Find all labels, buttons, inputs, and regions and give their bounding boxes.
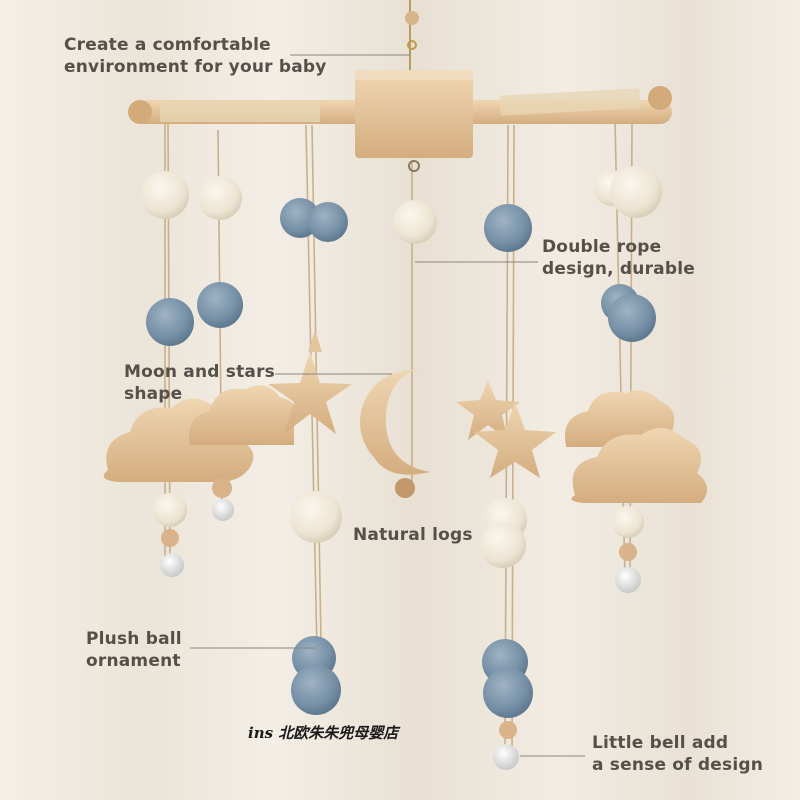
label-double-rope: Double rope design, durable: [542, 236, 695, 280]
label-bell-line1: Little bell add: [592, 733, 729, 753]
label-rope-line1: Double rope: [542, 237, 662, 257]
label-comfort-line1: Create a comfortable: [64, 35, 271, 55]
top-hook: [405, 0, 419, 70]
wooden-crossbar: [128, 70, 672, 172]
label-little-bell: Little bell add a sense of design: [592, 732, 763, 776]
label-plush-line2: ornament: [86, 651, 181, 671]
label-comfort-line2: environment for your baby: [64, 57, 327, 77]
label-natural-logs: Natural logs: [353, 524, 473, 546]
label-comfortable-environment: Create a comfortable environment for you…: [64, 34, 327, 78]
shop-watermark: ins 北欧朱朱兜母婴店: [248, 724, 399, 742]
label-plush-ball: Plush ball ornament: [86, 628, 182, 672]
label-logs-line1: Natural logs: [353, 525, 473, 545]
label-moon-stars: Moon and stars shape: [124, 361, 275, 405]
label-rope-line2: design, durable: [542, 259, 695, 279]
right-cloud-column: [564, 166, 708, 593]
left-cloud-column: [103, 171, 254, 577]
left-second-column: [188, 176, 297, 521]
label-moon-line2: shape: [124, 384, 183, 404]
left-star-column: [268, 198, 352, 715]
label-moon-line1: Moon and stars: [124, 362, 275, 382]
callout-lines: [190, 54, 585, 757]
moon-column: [360, 200, 437, 498]
label-bell-line2: a sense of design: [592, 755, 764, 775]
right-star-column: [456, 204, 556, 770]
label-plush-line1: Plush ball: [86, 629, 182, 649]
